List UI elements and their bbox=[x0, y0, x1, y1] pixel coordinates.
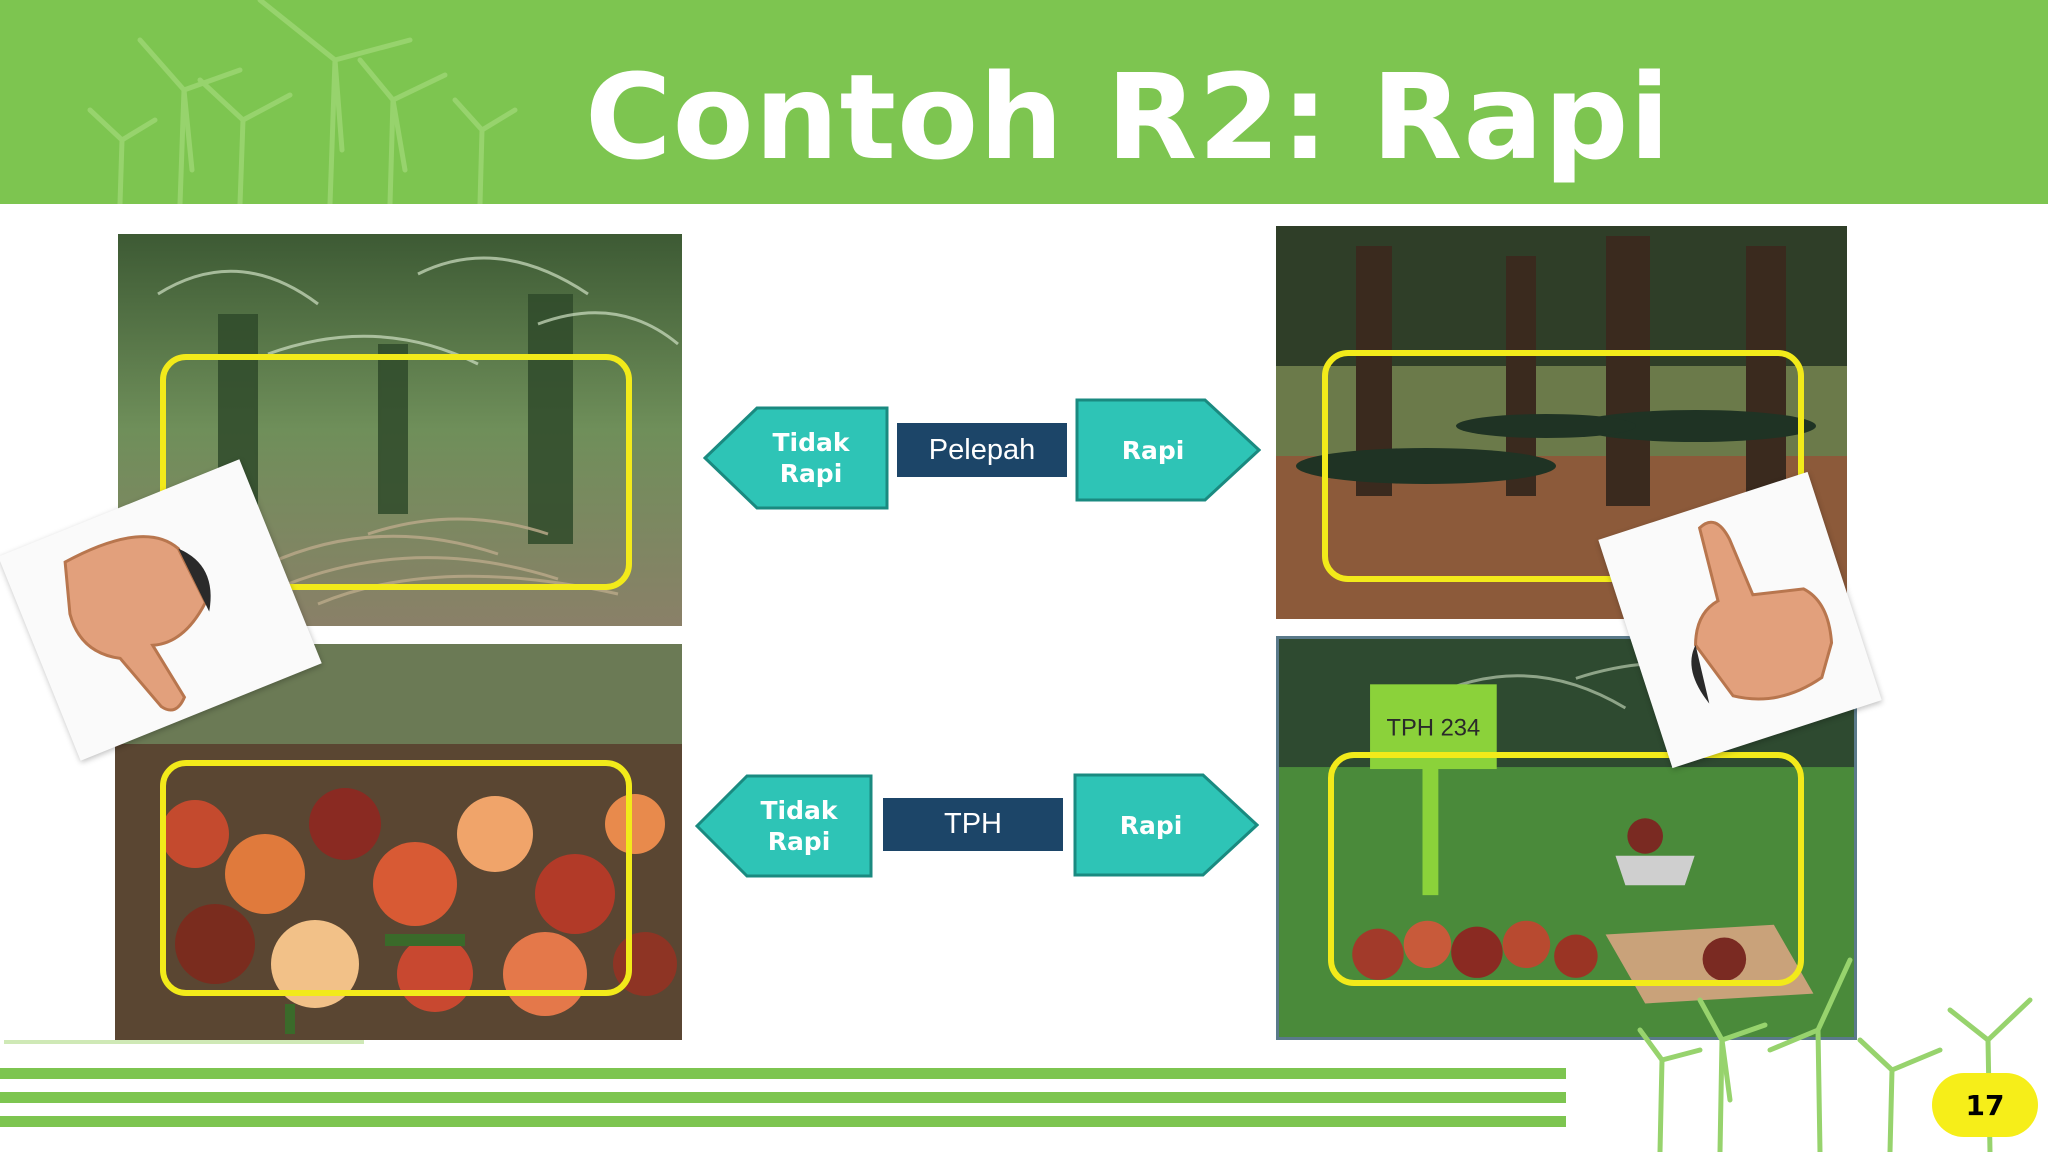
arrow-label: Tidak Rapi bbox=[760, 796, 838, 856]
highlight-box bbox=[1328, 752, 1804, 986]
highlight-box bbox=[160, 354, 632, 590]
photo-tidy-fronds bbox=[1276, 226, 1847, 619]
arrow-right-rapi: Rapi bbox=[1075, 398, 1261, 502]
photo-tidy-tph: TPH 234 bbox=[1276, 636, 1857, 1040]
photo-untidy-fronds bbox=[118, 234, 682, 626]
highlight-box bbox=[160, 760, 632, 996]
footer-stripe bbox=[0, 1116, 1566, 1127]
thumbs-up-icon bbox=[1598, 471, 1882, 769]
footer-stripe bbox=[0, 1092, 1566, 1103]
arrow-left-tidak-rapi: Tidak Rapi bbox=[695, 774, 873, 878]
photo-untidy-tph bbox=[115, 644, 682, 1040]
arrow-left-tidak-rapi: Tidak Rapi bbox=[703, 406, 889, 510]
highlight-box bbox=[1322, 350, 1804, 582]
arrow-label: Rapi bbox=[1119, 810, 1183, 840]
arrow-label: Tidak Rapi bbox=[772, 428, 850, 488]
arrow-label: Rapi bbox=[1121, 435, 1185, 465]
wind-turbine-icon bbox=[87, 0, 518, 204]
footer-stripe bbox=[0, 1068, 1566, 1079]
arrow-right-rapi: Rapi bbox=[1073, 773, 1259, 877]
divider bbox=[4, 1040, 364, 1044]
thumbs-down-icon bbox=[0, 459, 322, 761]
tph-sign-text: TPH 234 bbox=[1387, 716, 1481, 742]
page-title: Contoh R2: Rapi bbox=[585, 48, 1671, 186]
slide-header: Contoh R2: Rapi bbox=[0, 0, 2048, 204]
category-label-pelepah: Pelepah bbox=[897, 423, 1067, 477]
page-number-badge: 17 bbox=[1932, 1073, 2038, 1137]
category-label-tph: TPH bbox=[883, 798, 1063, 851]
